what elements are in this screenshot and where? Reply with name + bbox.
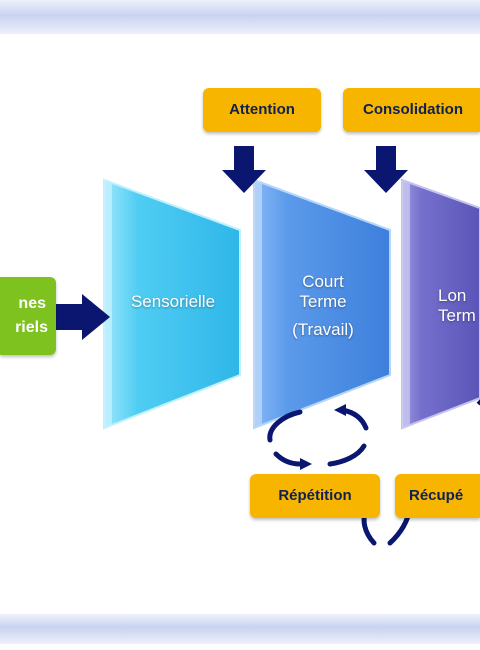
repetition-box: Répétition bbox=[250, 474, 380, 518]
sensory-inputs-box: nes riels bbox=[0, 277, 56, 355]
repetition-loop-arrowhead-icon bbox=[300, 458, 312, 470]
short-term-line1: Court bbox=[302, 272, 344, 291]
consolidation-box: Consolidation bbox=[343, 88, 480, 132]
recuperation-box: Récupé bbox=[395, 474, 480, 518]
long-term-line1: Lon bbox=[438, 286, 467, 305]
repetition-loop-icon bbox=[267, 407, 369, 467]
short-term-stage-bevel bbox=[254, 180, 262, 428]
short-term-stage-label: Court Terme (Travail) bbox=[258, 272, 388, 340]
long-term-stage-bevel bbox=[402, 180, 410, 428]
input-arrow-icon bbox=[54, 294, 110, 340]
retrieval-small-arrow-icon bbox=[476, 399, 480, 406]
consolidation-down-arrow-icon bbox=[364, 146, 408, 193]
long-term-line2: Term bbox=[438, 306, 476, 325]
bottom-banner bbox=[0, 614, 480, 644]
repetition-loop-arrowhead-icon bbox=[334, 404, 346, 416]
long-term-stage-label: Lon Term bbox=[438, 286, 480, 326]
top-banner bbox=[0, 0, 480, 34]
sensory-stage-label: Sensorielle bbox=[130, 292, 216, 311]
sensory-inputs-line1: nes bbox=[18, 295, 46, 312]
sensory-inputs-line2: riels bbox=[15, 319, 48, 336]
sensory-stage-bevel bbox=[104, 180, 112, 428]
short-term-line2: Terme bbox=[299, 292, 347, 311]
short-term-line3: (Travail) bbox=[292, 320, 354, 339]
attention-down-arrow-icon bbox=[222, 146, 266, 193]
attention-box: Attention bbox=[203, 88, 321, 132]
